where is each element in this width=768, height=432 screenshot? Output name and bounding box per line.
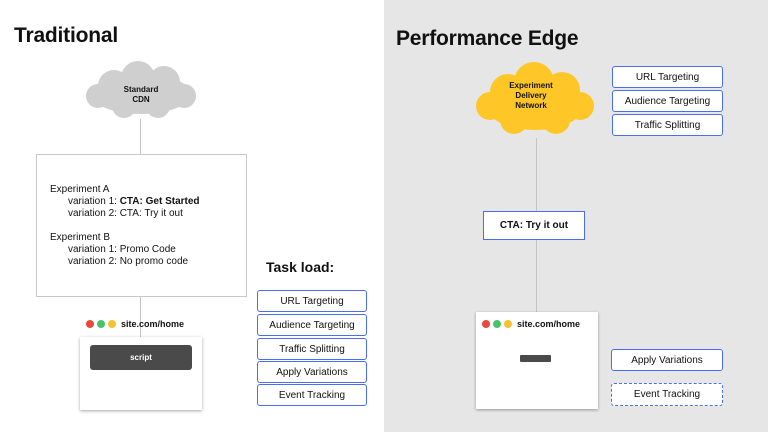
edge-apply-variations: Apply Variations — [611, 349, 723, 371]
maximize-dot-icon — [493, 320, 501, 328]
cloud-label-line: Network — [515, 101, 547, 110]
close-dot-icon — [482, 320, 490, 328]
task-apply-variations: Apply Variations — [257, 361, 367, 383]
script-block: script — [90, 345, 192, 370]
task-load-title: Task load: — [266, 259, 335, 275]
browser-url: site.com/home — [121, 319, 185, 329]
edge-traffic-splitting: Traffic Splitting — [612, 114, 723, 136]
variation-row: variation 1: CTA: Get Started — [68, 196, 200, 207]
cloud-label-line: CDN — [132, 95, 150, 104]
close-dot-icon — [86, 320, 94, 328]
task-event-tracking: Event Tracking — [257, 384, 367, 406]
connector-line — [140, 297, 141, 337]
maximize-dot-icon — [97, 320, 105, 328]
experiment-delivery-network-label: Experiment Delivery Network — [490, 81, 572, 111]
task-audience-targeting: Audience Targeting — [257, 314, 367, 336]
variation-row: variation 1: Promo Code — [68, 244, 176, 255]
cloud-label-line: Delivery — [515, 91, 547, 100]
cta-button-preview — [520, 355, 551, 362]
edge-event-tracking: Event Tracking — [611, 383, 723, 406]
minimize-dot-icon — [108, 320, 116, 328]
experiment-b-list: Experiment B variation 1: Promo Code var… — [50, 232, 188, 268]
performance-edge-heading: Performance Edge — [396, 27, 579, 50]
traditional-heading: Traditional — [14, 24, 118, 47]
cloud-label-line: Standard — [123, 85, 159, 94]
cta-variation-box: CTA: Try it out — [483, 211, 585, 240]
variation-row: variation 2: No promo code — [68, 256, 189, 267]
connector-line — [140, 119, 141, 155]
connector-line — [536, 138, 537, 212]
experiment-a-list: Experiment A variation 1: CTA: Get Start… — [50, 184, 200, 220]
task-url-targeting: URL Targeting — [257, 290, 367, 312]
connector-line — [536, 240, 537, 320]
edge-url-targeting: URL Targeting — [612, 66, 723, 88]
experiment-name: Experiment B — [50, 232, 111, 243]
experiment-delivery-network-cloud-icon — [476, 62, 594, 134]
minimize-dot-icon — [504, 320, 512, 328]
task-traffic-splitting: Traffic Splitting — [257, 338, 367, 360]
cloud-label-line: Experiment — [509, 81, 553, 90]
browser-url: site.com/home — [517, 319, 581, 329]
experiment-name: Experiment A — [50, 184, 110, 195]
variation-row: variation 2: CTA: Try it out — [68, 208, 183, 219]
standard-cdn-cloud-icon — [86, 61, 196, 118]
experiments-box — [36, 154, 247, 297]
standard-cdn-label: Standard CDN — [100, 85, 182, 105]
edge-audience-targeting: Audience Targeting — [612, 90, 723, 112]
